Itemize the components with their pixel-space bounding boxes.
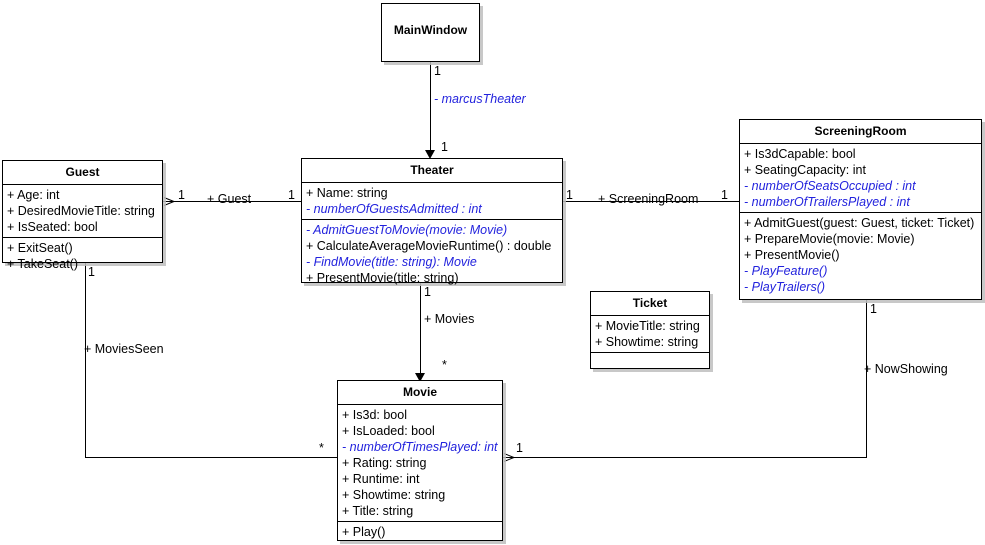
edge-theater-screeningroom-role: + ScreeningRoom (598, 192, 699, 206)
class-member: + IsLoaded: bool (342, 424, 435, 438)
edge-screeningroom-movie-source-multiplicity: 1 (870, 302, 877, 316)
class-name-theater: Theater (410, 163, 454, 177)
edge-screeningroom-movie-target-multiplicity: 1 (516, 441, 523, 455)
edge-theater-screeningroom-source-multiplicity: 1 (566, 188, 573, 202)
edge-theater-movie-line (420, 283, 421, 379)
edge-theater-movie-source-multiplicity: 1 (424, 285, 431, 299)
class-member: + AdmitGuest(guest: Guest, ticket: Ticke… (744, 216, 975, 230)
class-member: + Is3d: bool (342, 408, 407, 422)
edge-theater-screeningroom-target-multiplicity: 1 (721, 188, 728, 202)
class-member: + MovieTitle: string (595, 319, 700, 333)
edge-mainwindow-theater-target-multiplicity: 1 (441, 140, 448, 154)
class-member: + DesiredMovieTitle: string (7, 204, 155, 218)
class-member: + Age: int (7, 188, 60, 202)
edge-guest-movie-role: + MoviesSeen (84, 342, 164, 356)
edge-guest-movie-vertical (85, 263, 86, 458)
class-member: + Name: string (306, 186, 388, 200)
edge-theater-movie-target-multiplicity: * (442, 358, 447, 372)
class-member: + ExitSeat() (7, 241, 73, 255)
class-member: - numberOfSeatsOccupied : int (744, 179, 916, 193)
class-box-ticket[interactable]: Ticket + MovieTitle: string + Showtime: … (590, 291, 710, 369)
class-member: - numberOfTimesPlayed: int (342, 440, 498, 454)
edge-screeningroom-movie-role: + NowShowing (864, 362, 948, 376)
class-member: + PrepareMovie(movie: Movie) (744, 232, 915, 246)
class-box-movie[interactable]: Movie + Is3d: bool + IsLoaded: bool - nu… (337, 380, 503, 541)
class-member: - numberOfTrailersPlayed : int (744, 195, 910, 209)
class-name-ticket: Ticket (632, 296, 668, 310)
class-member: + Play() (342, 525, 386, 539)
class-attributes-movie: + Is3d: bool + IsLoaded: bool - numberOf… (338, 404, 502, 521)
class-member: + Showtime: string (595, 335, 699, 349)
class-member: + Title: string (342, 504, 414, 518)
edge-theater-screeningroom-line (563, 201, 740, 202)
edge-theater-guest-source-multiplicity: 1 (288, 188, 295, 202)
class-attributes-theater: + Name: string - numberOfGuestsAdmitted … (302, 182, 562, 219)
class-operations-ticket (591, 352, 709, 377)
class-box-screeningroom[interactable]: ScreeningRoom + Is3dCapable: bool + Seat… (739, 119, 982, 300)
class-member: - FindMovie(title: string): Movie (306, 255, 477, 269)
edge-theater-guest-role: + Guest (207, 192, 252, 206)
edge-theater-movie-role: + Movies (424, 312, 475, 326)
class-member: + Rating: string (342, 456, 427, 470)
class-member: + Is3dCapable: bool (744, 147, 856, 161)
class-member: + Showtime: string (342, 488, 446, 502)
edge-mainwindow-theater-role: - marcusTheater (434, 92, 526, 106)
edge-screeningroom-movie-vertical (866, 300, 867, 458)
class-name-screeningroom: ScreeningRoom (814, 124, 907, 138)
class-member: - PlayTrailers() (744, 280, 826, 294)
class-member: + SeatingCapacity: int (744, 163, 866, 177)
edge-theater-guest-target-multiplicity: 1 (178, 188, 185, 202)
edge-theater-movie-arrowhead (415, 373, 425, 382)
edge-mainwindow-theater-source-multiplicity: 1 (434, 64, 441, 78)
edge-screeningroom-movie-horizontal (503, 457, 867, 458)
edge-guest-movie-source-multiplicity: 1 (88, 265, 95, 279)
edge-guest-movie-target-multiplicity: * (319, 441, 324, 455)
class-attributes-screeningroom: + Is3dCapable: bool + SeatingCapacity: i… (740, 143, 981, 212)
class-operations-guest: + ExitSeat() + TakeSeat() (3, 237, 162, 274)
class-member: + PresentMovie(title: string) (306, 271, 459, 285)
class-box-theater[interactable]: Theater + Name: string - numberOfGuestsA… (301, 158, 563, 285)
edge-guest-movie-horizontal (85, 457, 337, 458)
class-name-mainwindow: MainWindow (393, 23, 468, 37)
class-member: - AdmitGuestToMovie(movie: Movie) (306, 223, 508, 237)
class-member: + TakeSeat() (7, 257, 78, 271)
class-operations-screeningroom: + AdmitGuest(guest: Guest, ticket: Ticke… (740, 212, 981, 297)
class-attributes-guest: + Age: int + DesiredMovieTitle: string +… (3, 184, 162, 237)
edge-theater-guest-line (163, 201, 303, 202)
class-member: - PlayFeature() (744, 264, 828, 278)
class-member: + IsSeated: bool (7, 220, 98, 234)
edge-mainwindow-theater-arrowhead (425, 150, 435, 159)
class-name-guest: Guest (65, 165, 100, 179)
edge-mainwindow-theater-line (430, 62, 431, 154)
class-box-guest[interactable]: Guest + Age: int + DesiredMovieTitle: st… (2, 160, 163, 271)
class-member: - numberOfGuestsAdmitted : int (306, 202, 482, 216)
class-member: + Runtime: int (342, 472, 420, 486)
class-member: + CalculateAverageMovieRuntime() : doubl… (306, 239, 552, 253)
class-box-mainwindow[interactable]: MainWindow (381, 3, 480, 62)
class-member: + PresentMovie() (744, 248, 840, 262)
class-operations-movie: + Play() (338, 521, 502, 542)
class-name-movie: Movie (402, 385, 437, 399)
class-attributes-ticket: + MovieTitle: string + Showtime: string (591, 315, 709, 352)
class-operations-theater: - AdmitGuestToMovie(movie: Movie) + Calc… (302, 219, 562, 288)
